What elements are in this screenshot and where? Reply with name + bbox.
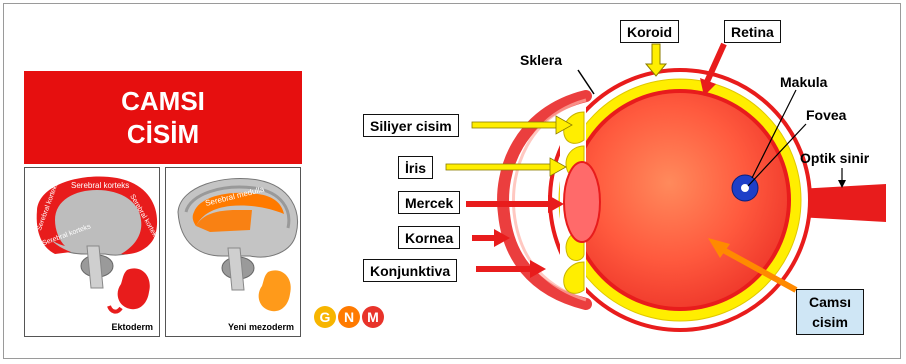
arrow-kornea [472, 235, 496, 241]
arrow-siliyer-cisim [472, 122, 558, 128]
label-sklera: Sklera [520, 52, 562, 68]
label-koroid: Koroid [620, 20, 679, 43]
label-makula: Makula [780, 74, 827, 90]
label-mercek: Mercek [398, 191, 460, 214]
camsi-line-2: cisim [797, 312, 863, 332]
camsi-line-1: Camsı [797, 292, 863, 312]
label-fovea: Fovea [806, 107, 846, 123]
lens [564, 162, 600, 242]
label-siliyer-cisim: Siliyer cisim [363, 114, 459, 137]
label-optik-sinir: Optik sinir [800, 150, 869, 166]
label-retina: Retina [724, 20, 781, 43]
arrow-mercek [466, 201, 550, 207]
label-camsi-cisim: Camsı cisim [796, 289, 864, 335]
fovea [741, 184, 749, 192]
arrow-iris [446, 164, 552, 170]
label-kornea: Kornea [398, 226, 460, 249]
vitreous-body [573, 93, 787, 307]
label-konjunktiva: Konjunktiva [363, 259, 457, 282]
arrow-konjunktiva [476, 266, 532, 272]
label-iris: İris [398, 156, 433, 179]
